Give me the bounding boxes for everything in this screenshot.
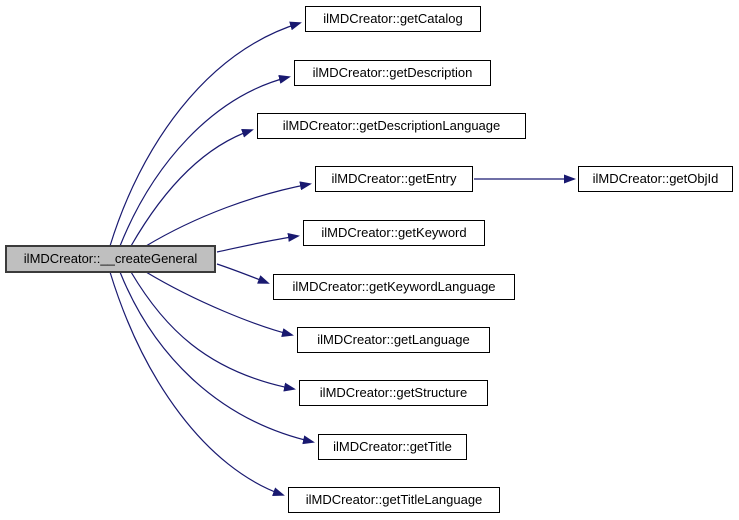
- node-get-language[interactable]: ilMDCreator::getLanguage: [297, 327, 490, 353]
- node-create-general: ilMDCreator::__createGeneral: [5, 245, 216, 273]
- edge-create-general-to-get-title: [119, 271, 315, 445]
- edge-create-general-to-get-description: [119, 75, 291, 247]
- node-get-entry[interactable]: ilMDCreator::getEntry: [315, 166, 473, 192]
- edge-create-general-to-get-structure: [130, 271, 296, 392]
- edge-create-general-to-get-title-language: [109, 271, 285, 496]
- node-get-title[interactable]: ilMDCreator::getTitle: [318, 434, 467, 460]
- edge-create-general-to-get-keyword-language: [216, 263, 270, 284]
- edge-create-general-to-get-entry: [145, 181, 312, 247]
- node-get-description[interactable]: ilMDCreator::getDescription: [294, 60, 491, 86]
- edge-create-general-to-get-keyword: [216, 232, 300, 253]
- node-get-structure[interactable]: ilMDCreator::getStructure: [299, 380, 488, 406]
- node-get-keyword[interactable]: ilMDCreator::getKeyword: [303, 220, 485, 246]
- edge-create-general-to-get-description-language: [130, 128, 254, 247]
- edge-create-general-to-get-language: [145, 271, 294, 337]
- edge-create-general-to-get-catalog: [109, 21, 302, 247]
- node-get-title-language[interactable]: ilMDCreator::getTitleLanguage: [288, 487, 500, 513]
- node-get-obj-id[interactable]: ilMDCreator::getObjId: [578, 166, 733, 192]
- node-get-description-language[interactable]: ilMDCreator::getDescriptionLanguage: [257, 113, 526, 139]
- node-get-catalog[interactable]: ilMDCreator::getCatalog: [305, 6, 481, 32]
- node-get-keyword-language[interactable]: ilMDCreator::getKeywordLanguage: [273, 274, 515, 300]
